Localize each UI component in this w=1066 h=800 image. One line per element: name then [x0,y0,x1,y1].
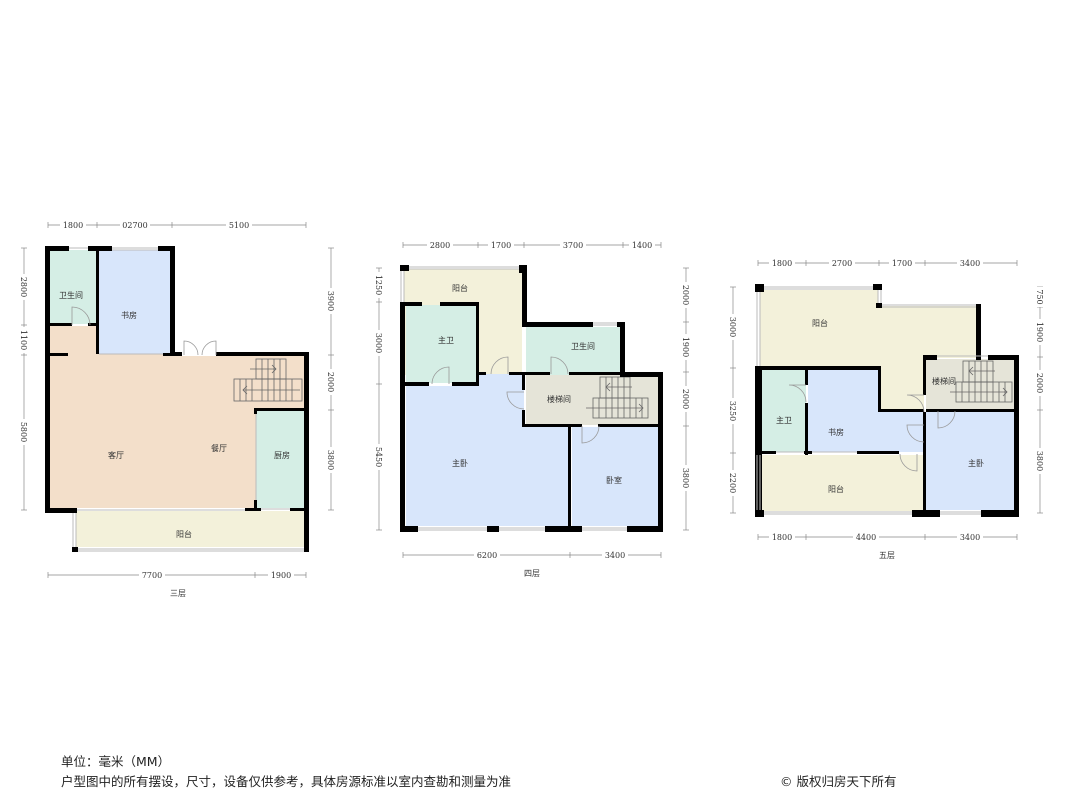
dim-left-1: 3000 [728,317,737,337]
dim-right-4: 3800 [681,468,690,488]
dim-right-2: 1900 [1035,322,1044,342]
dim-right-3: 2000 [681,389,690,409]
dim-top-1: 1800 [63,221,83,230]
room-label-balcony-south: 阳台 [828,484,844,494]
dim-right-3: 3800 [326,450,335,470]
room-label-kitchen: 厨房 [274,450,290,460]
room-label-bathroom: 卫生间 [571,341,595,351]
dim-top-3: 1700 [892,259,912,268]
room-study-fill [98,250,170,354]
floor-4f: 阳台 主卫 卫生间 楼梯间 主卧 卧室 2800 1700 3700 1400 … [374,240,691,578]
dim-left-3: 5450 [374,447,383,467]
disclaimer: 户型图中的所有摆设，尺寸，设备仅供参考，具体房源标准以室内查勘和测量为准 [61,774,512,789]
floor-5f: 阳台 楼梯间 主卫 书房 主卧 阳台 1800 2700 1700 3400 1… [728,258,1045,560]
room-label-living: 客厅 [108,450,124,460]
dim-top-3: 3700 [563,241,583,250]
dim-bottom-3: 3400 [960,533,980,542]
dim-top-2: 02700 [122,221,147,230]
room-stairwell-fill [526,375,658,425]
doors [71,306,217,356]
dim-left-1: 2800 [19,277,28,297]
room-label-dining: 餐厅 [211,444,227,453]
dim-bottom-1: 7700 [142,571,162,580]
dim-right-2: 2000 [326,372,335,392]
copyright: © 版权归房天下所有 [780,774,897,789]
dim-left-3: 2200 [728,473,737,493]
room-label-balcony-north: 阳台 [812,318,828,328]
staircase [586,376,649,419]
room-label-stairwell: 楼梯间 [547,394,571,404]
dim-bottom-2: 1900 [271,571,291,580]
dim-bottom-2: 4400 [856,533,876,542]
dim-right-1: 2000 [681,285,690,305]
dim-top-4: 3400 [960,259,980,268]
room-label-bedroom: 卧室 [606,475,622,485]
room-balcony-south-fill [762,455,924,511]
dim-top-1: 2800 [430,241,450,250]
dim-left-2: 3000 [374,333,383,353]
walls [45,246,309,552]
room-label-balcony: 阳台 [452,283,468,293]
floor-title-3f: 三层 [170,589,186,598]
dim-left-3: 5800 [19,422,28,442]
dim-top-2: 1700 [491,241,511,250]
room-kitchen-fill [256,410,304,508]
dim-bottom-2: 3400 [605,551,625,560]
room-label-master-bath: 主卫 [438,335,454,345]
room-bedroom-fill [572,427,658,526]
room-study-fill [808,370,924,452]
room-label-study: 书房 [828,427,844,437]
room-label-master-bedroom: 主卧 [968,458,984,468]
floor-title-4f: 四层 [524,569,540,578]
unit-note: 单位：毫米（MM） [61,754,171,769]
room-living-dining-fill [50,326,304,508]
dim-left-1: 1250 [374,275,383,295]
staircase [950,360,1013,403]
room-label-stairwell: 楼梯间 [932,376,956,386]
room-label-master-bedroom: 主卧 [452,458,468,468]
room-balcony-fill [76,511,304,547]
floor-3f: 卫生间 书房 客厅 餐厅 厨房 阳台 1800 02700 5100 7700 … [19,220,336,598]
room-label-balcony: 阳台 [176,529,192,539]
dim-right-1: 750 [1035,289,1044,304]
dim-top-3: 5100 [229,221,249,230]
dim-bottom-1: 1800 [772,533,792,542]
dim-left-2: 3250 [728,401,737,421]
doors [431,356,600,444]
dim-top-4: 1400 [632,241,652,250]
room-bathroom-fill [50,250,96,324]
dim-right-4: 3800 [1035,451,1044,471]
staircase [233,358,303,402]
room-master-bath-fill [762,370,806,452]
dim-right-2: 1900 [681,337,690,357]
dim-bottom-1: 6200 [477,551,497,560]
dim-top-1: 1800 [772,259,792,268]
room-master-bath-fill [406,305,476,383]
room-bathroom-fill [526,327,622,375]
floor-title-5f: 五层 [879,551,895,560]
dim-right-3: 2000 [1035,373,1044,393]
doors [788,384,956,472]
room-label-bathroom: 卫生间 [59,290,83,300]
dim-top-2: 2700 [832,259,852,268]
dim-right-1: 3900 [326,291,335,311]
room-label-master-bath: 主卫 [776,415,792,425]
room-master-bedroom-fill [406,374,569,526]
room-label-study: 书房 [121,310,137,320]
dim-left-2: 1100 [19,330,28,350]
